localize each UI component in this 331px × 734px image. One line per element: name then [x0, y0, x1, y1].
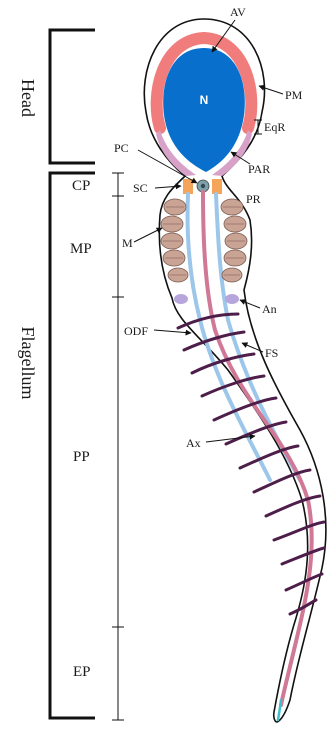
label-pm: PM — [285, 88, 303, 102]
pointer-m — [134, 228, 162, 242]
head-bracket — [50, 30, 95, 163]
region-cp-label: CP — [72, 178, 90, 194]
nucleus-label: N — [200, 93, 209, 107]
region-ep-label: EP — [73, 664, 91, 680]
label-av: AV — [230, 5, 246, 19]
annulus-right — [225, 294, 239, 304]
connecting-piece-right — [212, 179, 222, 194]
proximal-centriole-core — [201, 184, 205, 188]
pointer-odf — [154, 330, 191, 333]
label-eqr: EqR — [264, 120, 285, 134]
label-m: M — [122, 236, 133, 250]
connecting-piece-left — [183, 179, 193, 194]
head-label: Head — [18, 79, 38, 117]
flagellum-label: Flagellum — [18, 327, 38, 400]
region-mp-label: MP — [70, 241, 92, 257]
region-ruler — [112, 173, 124, 720]
annulus-left — [174, 294, 188, 304]
region-pp-label: PP — [73, 449, 90, 465]
label-par: PAR — [248, 162, 270, 176]
label-odf: ODF — [124, 324, 148, 338]
label-ax: Ax — [186, 436, 201, 450]
label-fs: FS — [265, 346, 278, 360]
label-sc: SC — [133, 181, 148, 195]
label-an: An — [262, 302, 277, 316]
label-pc: PC — [114, 141, 129, 155]
label-pr: PR — [246, 192, 261, 206]
